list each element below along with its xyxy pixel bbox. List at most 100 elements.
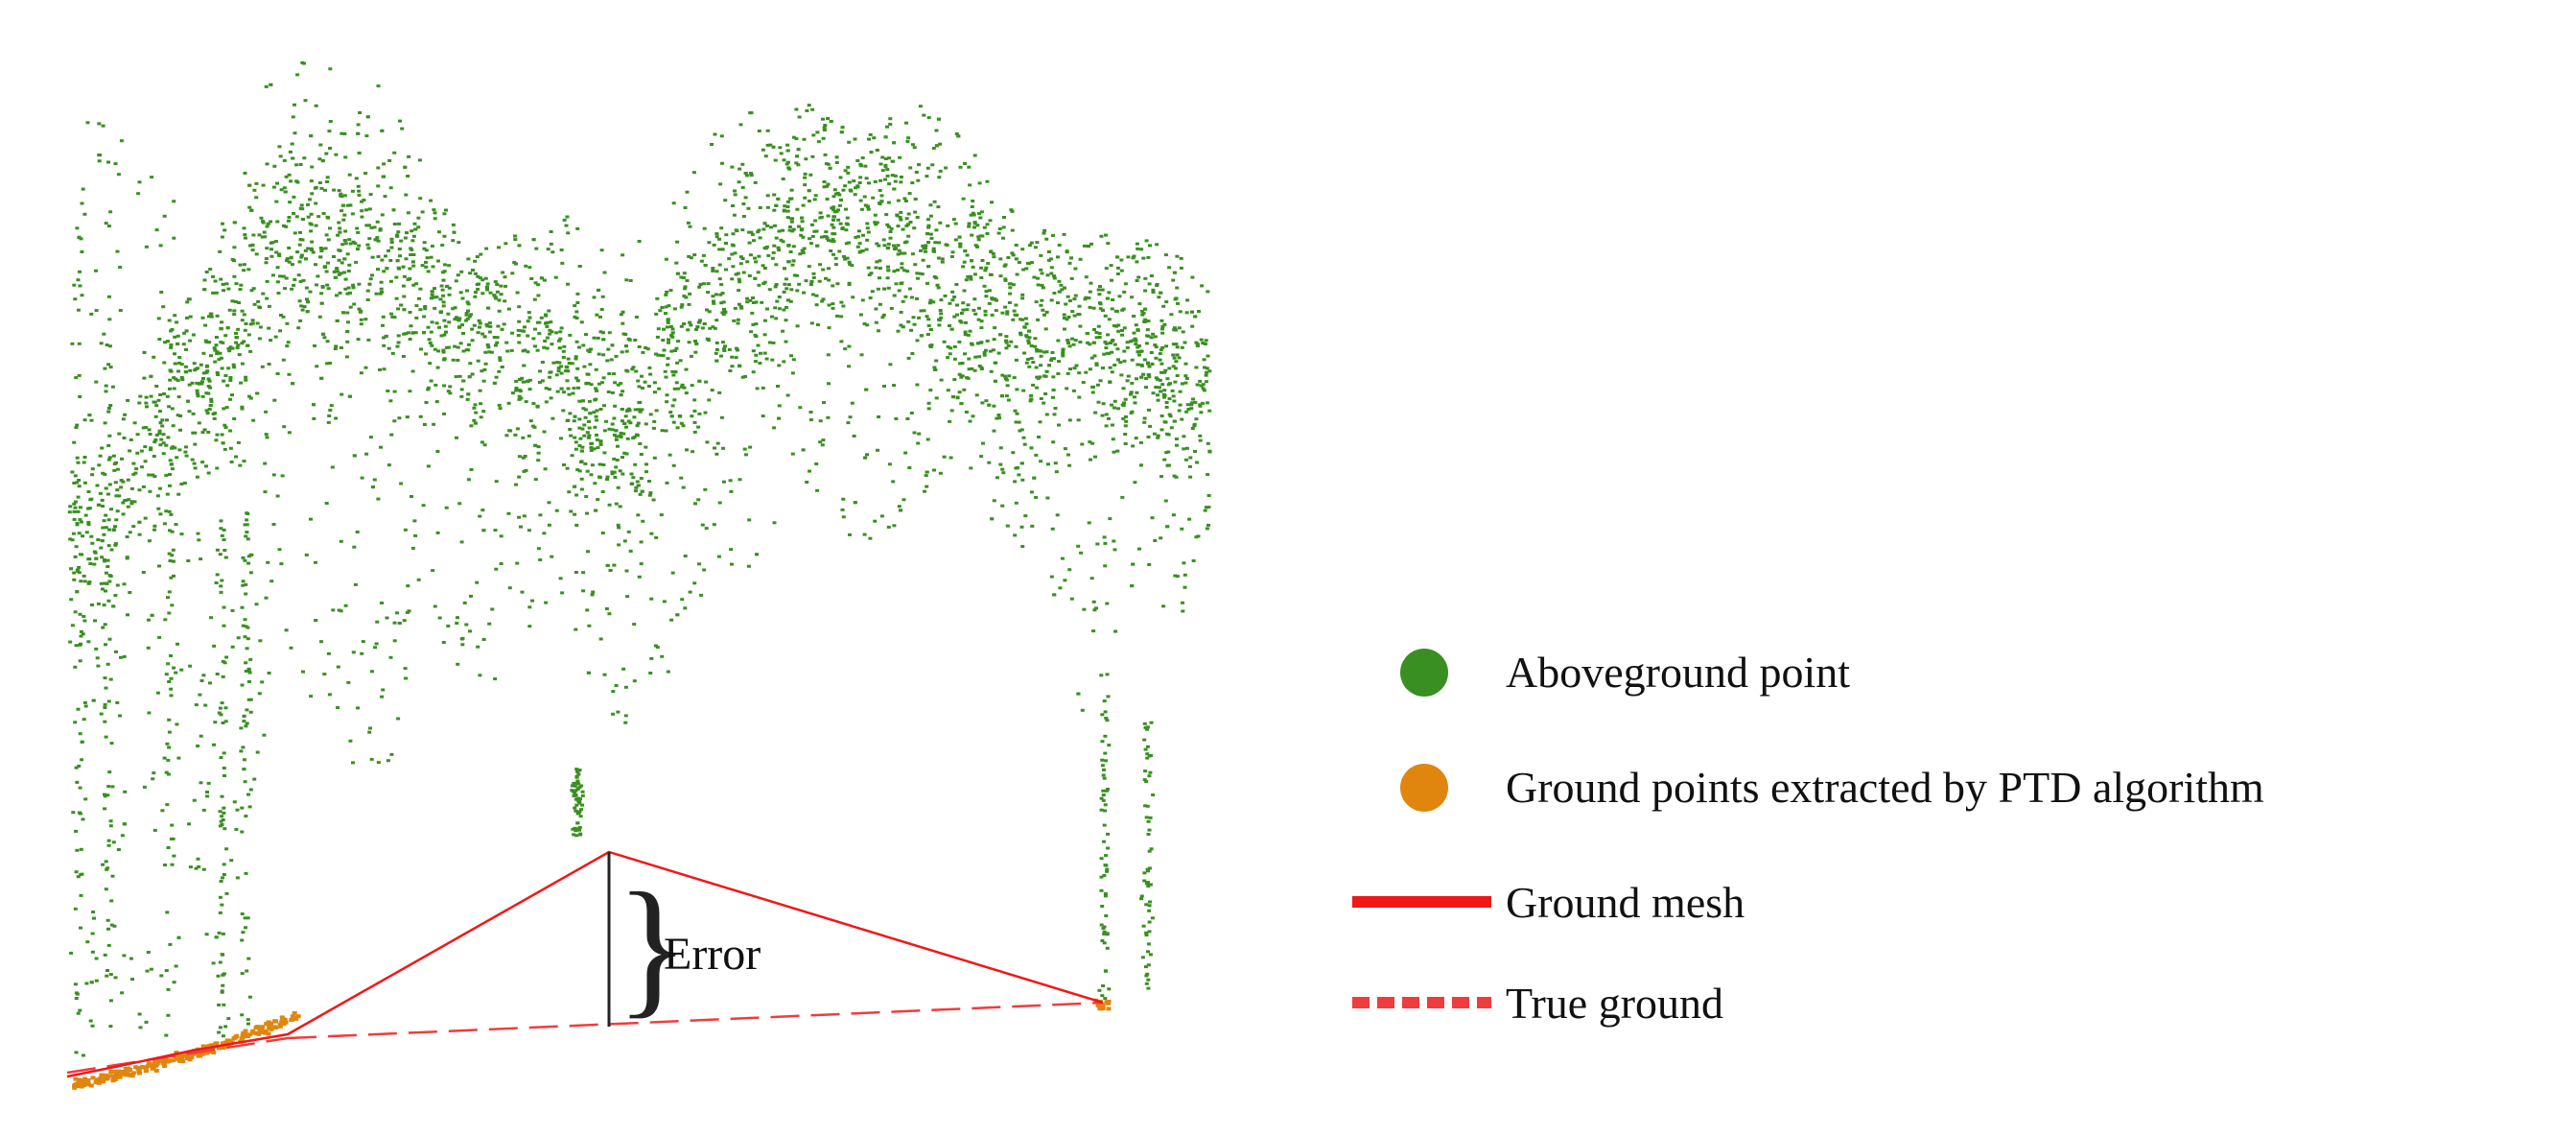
aboveground-point — [224, 847, 229, 851]
aboveground-point — [142, 376, 147, 380]
aboveground-point — [239, 726, 244, 730]
aboveground-point — [100, 498, 105, 502]
ground-point — [257, 1028, 263, 1032]
aboveground-point — [969, 277, 973, 281]
aboveground-point — [219, 519, 223, 523]
ground-point — [214, 1041, 220, 1046]
aboveground-point — [321, 332, 326, 336]
aboveground-point — [670, 571, 675, 575]
aboveground-point — [879, 514, 884, 518]
aboveground-point — [293, 231, 297, 235]
aboveground-point — [214, 291, 219, 295]
aboveground-point — [976, 306, 981, 310]
aboveground-point — [176, 395, 181, 399]
aboveground-point — [821, 117, 825, 121]
aboveground-point — [839, 199, 843, 201]
aboveground-point — [242, 768, 246, 771]
aboveground-point — [906, 212, 911, 216]
aboveground-point — [365, 289, 370, 293]
aboveground-point — [240, 938, 245, 942]
aboveground-point — [101, 471, 105, 475]
aboveground-point — [765, 205, 770, 209]
aboveground-point — [761, 264, 765, 268]
aboveground-point — [666, 357, 670, 361]
aboveground-point — [577, 769, 582, 772]
aboveground-point — [968, 183, 972, 187]
aboveground-point — [1017, 261, 1021, 264]
aboveground-point — [115, 467, 120, 471]
aboveground-point — [304, 286, 309, 290]
aboveground-point — [666, 670, 670, 674]
ground-point — [239, 1037, 245, 1042]
aboveground-point — [245, 518, 249, 522]
aboveground-point — [106, 544, 111, 548]
aboveground-point — [622, 451, 627, 455]
aboveground-point — [595, 313, 599, 317]
aboveground-point — [119, 479, 124, 483]
aboveground-point — [215, 433, 220, 437]
aboveground-point — [672, 398, 677, 402]
aboveground-point — [304, 257, 308, 261]
aboveground-point — [373, 646, 378, 650]
aboveground-point — [626, 419, 631, 423]
aboveground-point — [1026, 358, 1030, 361]
aboveground-point — [103, 793, 106, 796]
aboveground-point — [937, 323, 942, 327]
aboveground-point — [987, 301, 992, 305]
aboveground-point — [626, 337, 631, 341]
aboveground-point — [781, 329, 785, 333]
ground-point — [107, 1074, 113, 1078]
aboveground-point — [376, 166, 381, 170]
aboveground-point — [586, 671, 591, 674]
aboveground-point — [401, 284, 406, 288]
aboveground-point — [1101, 798, 1106, 802]
aboveground-point — [1133, 395, 1136, 399]
aboveground-point — [144, 401, 149, 405]
aboveground-point — [167, 730, 172, 734]
aboveground-point — [831, 218, 835, 222]
aboveground-point — [614, 684, 619, 687]
aboveground-point — [1040, 283, 1044, 287]
aboveground-point — [1029, 446, 1034, 450]
aboveground-point — [457, 325, 461, 329]
aboveground-point — [73, 474, 78, 478]
aboveground-point — [1098, 302, 1103, 306]
aboveground-point — [678, 359, 683, 363]
aboveground-point — [1182, 447, 1186, 451]
aboveground-point — [417, 158, 422, 162]
aboveground-point — [1100, 288, 1105, 292]
aboveground-point — [240, 407, 245, 411]
aboveground-point — [470, 372, 475, 376]
aboveground-point — [317, 181, 322, 184]
aboveground-point — [446, 625, 451, 627]
aboveground-point — [611, 712, 616, 716]
aboveground-point — [843, 184, 848, 188]
aboveground-point — [434, 400, 439, 404]
aboveground-point — [281, 274, 286, 278]
aboveground-point — [246, 343, 250, 347]
aboveground-point — [493, 296, 498, 298]
aboveground-point — [1103, 894, 1108, 898]
aboveground-point — [722, 349, 727, 352]
aboveground-point — [926, 401, 931, 405]
aboveground-point — [321, 212, 326, 215]
aboveground-point — [240, 806, 245, 810]
aboveground-point — [1135, 377, 1138, 381]
aboveground-point — [697, 412, 702, 415]
aboveground-point — [303, 248, 308, 252]
aboveground-point — [104, 222, 108, 225]
aboveground-point — [850, 264, 855, 268]
aboveground-point — [1043, 392, 1048, 395]
aboveground-point — [356, 338, 361, 342]
aboveground-point — [1066, 316, 1071, 319]
aboveground-point — [962, 260, 967, 264]
ground-point — [141, 1065, 147, 1070]
aboveground-point — [120, 457, 124, 461]
aboveground-point — [1147, 904, 1152, 908]
aboveground-point — [1145, 804, 1150, 808]
aboveground-point — [963, 352, 967, 356]
aboveground-point — [958, 245, 963, 248]
aboveground-point — [1143, 307, 1148, 311]
aboveground-point — [594, 414, 598, 418]
ground-point — [212, 1043, 218, 1048]
